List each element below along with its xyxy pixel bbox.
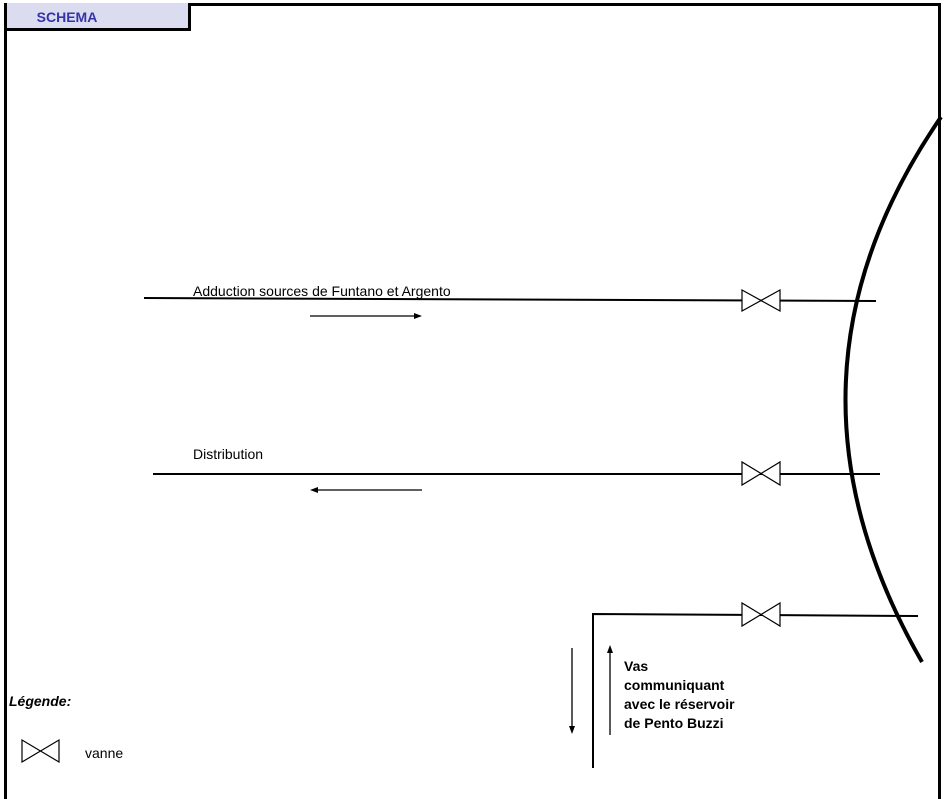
adduction-flow-arrow — [310, 313, 422, 319]
adduction-valve-icon — [741, 288, 781, 313]
distribution-label: Distribution — [193, 446, 264, 462]
vas-down-arrow — [569, 648, 575, 734]
legend-vanne-label: vanne — [85, 745, 124, 761]
vas-pipe — [592, 612, 919, 768]
vas-label-line: communiquant — [624, 677, 725, 693]
vas-label-line: Vas — [624, 658, 649, 674]
schema-tab: SCHEMA — [4, 3, 191, 31]
vas-valve-icon — [741, 601, 781, 628]
reservoir-wall — [843, 115, 943, 663]
vas-label: Vas communiquant avec le réservoir de Pe… — [624, 657, 735, 733]
legend-title: Légende: — [9, 693, 72, 709]
adduction-label: Adduction sources de Funtano et Argento — [193, 283, 451, 299]
schema-tab-label: SCHEMA — [36, 9, 98, 25]
distribution-flow-arrow — [310, 487, 422, 493]
vas-label-line: de Pento Buzzi — [624, 715, 724, 731]
vas-up-arrow — [607, 645, 613, 735]
vas-label-line: avec le réservoir — [624, 696, 735, 712]
diagram-frame — [4, 3, 941, 799]
legend-valve-icon — [21, 738, 60, 764]
distribution-valve-icon — [741, 460, 781, 487]
